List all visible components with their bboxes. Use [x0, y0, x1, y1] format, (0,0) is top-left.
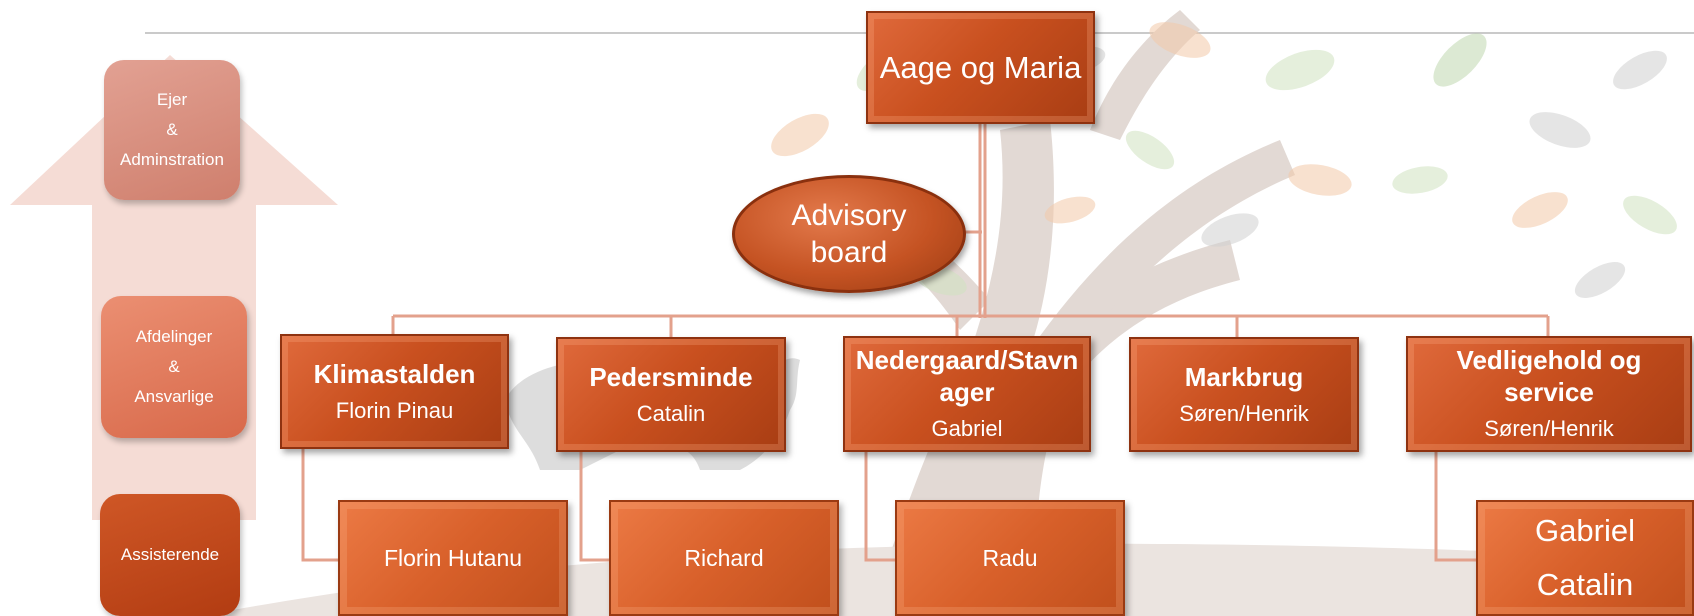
- department-markbrug[interactable]: Markbrug Søren/Henrik: [1129, 337, 1359, 452]
- department-title: Nedergaard/Stavnager: [855, 345, 1079, 407]
- owner-node[interactable]: Aage og Maria: [866, 11, 1095, 124]
- department-responsible: Gabriel: [931, 416, 1003, 441]
- department-responsible: Søren/Henrik: [1484, 416, 1614, 441]
- level-assistants: Assisterende: [100, 494, 240, 616]
- assistant-label: Richard: [684, 544, 764, 571]
- assistant-radu[interactable]: Radu: [895, 500, 1125, 616]
- department-title: Vedligehold og service: [1456, 345, 1642, 407]
- assistant-label: Gabriel: [1535, 513, 1635, 548]
- assistant-florin-hutanu[interactable]: Florin Hutanu: [338, 500, 568, 616]
- department-title: Klimastalden: [313, 358, 476, 389]
- department-title: Pedersminde: [589, 361, 753, 392]
- level-assistants-label: Assisterende: [120, 545, 220, 564]
- department-responsible: Søren/Henrik: [1179, 400, 1309, 426]
- leaves-decoration: [771, 22, 1677, 298]
- assistant-gabriel-catalin[interactable]: Gabriel Catalin: [1476, 500, 1694, 616]
- assistant-label-second: Catalin: [1536, 567, 1634, 602]
- department-pedersminde[interactable]: Pedersminde Catalin: [556, 337, 786, 452]
- level-departments-label: Afdelinger & Ansvarlige: [134, 327, 214, 406]
- hierarchy-arrow: [10, 55, 338, 520]
- owner-node-label: Aage og Maria: [879, 49, 1082, 85]
- level-owner-label: Ejer & Adminstration: [120, 90, 224, 169]
- level-owner-administration: Ejer & Adminstration: [104, 60, 240, 200]
- department-responsible: Catalin: [636, 400, 706, 426]
- advisory-board-label: Advisory board: [791, 199, 907, 269]
- assistant-richard[interactable]: Richard: [609, 500, 839, 616]
- assistant-label: Radu: [982, 544, 1038, 571]
- department-responsible: Florin Pinau: [335, 397, 454, 423]
- department-vedligehold-service[interactable]: Vedligehold og service Søren/Henrik: [1406, 336, 1692, 452]
- advisory-board-node[interactable]: Advisory board: [732, 175, 966, 293]
- level-departments: Afdelinger & Ansvarlige: [101, 296, 247, 438]
- department-title: Markbrug: [1184, 361, 1304, 392]
- department-nedergaard-stavnager[interactable]: Nedergaard/Stavnager Gabriel: [843, 336, 1091, 452]
- assistant-label: Florin Hutanu: [383, 544, 523, 571]
- department-klimastalden[interactable]: Klimastalden Florin Pinau: [280, 334, 509, 449]
- org-connectors: [301, 124, 1550, 562]
